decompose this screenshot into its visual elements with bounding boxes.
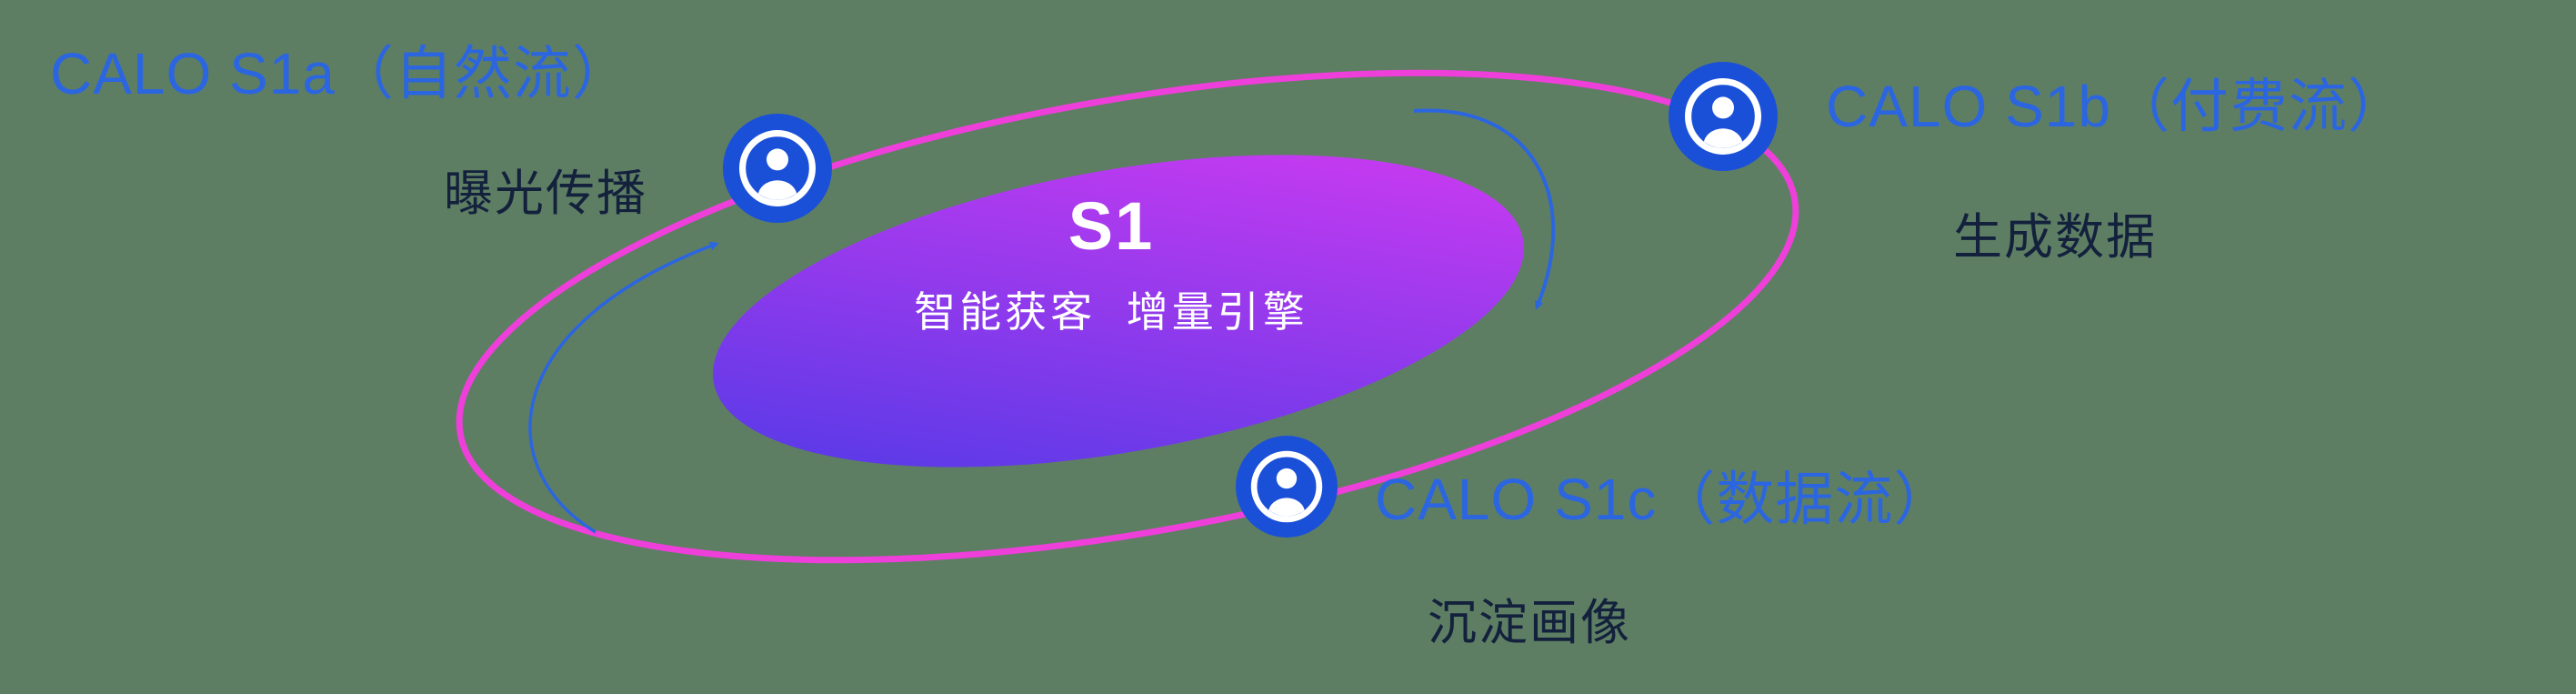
person-badge-icon	[739, 130, 816, 206]
label-s1c-subtitle: 沉淀画像	[1428, 596, 1631, 650]
node-s1c	[1236, 436, 1338, 538]
person-badge-icon	[1250, 450, 1323, 523]
arrow-right	[1413, 108, 1556, 310]
label-s1a-subtitle: 曝光传播	[444, 166, 647, 221]
label-s1b-subtitle: 生成数据	[1953, 210, 2157, 265]
person-badge-icon	[1685, 78, 1761, 155]
label-s1c-title: CALO S1c（数据流）	[1375, 467, 1953, 532]
arrow-left	[528, 241, 719, 534]
orbit-ring	[456, 69, 1799, 564]
label-s1b-title: CALO S1b（付费流）	[1826, 74, 2407, 139]
label-s1a-title: CALO S1a（自然流）	[50, 41, 631, 106]
node-s1b	[1669, 62, 1778, 171]
node-s1a	[723, 114, 832, 223]
core-ellipse	[713, 155, 1524, 468]
core-label-group: S1 智能获客 增量引擎	[914, 189, 1308, 339]
core-subtitle: 智能获客 增量引擎	[914, 288, 1308, 337]
core-title: S1	[1067, 188, 1155, 264]
